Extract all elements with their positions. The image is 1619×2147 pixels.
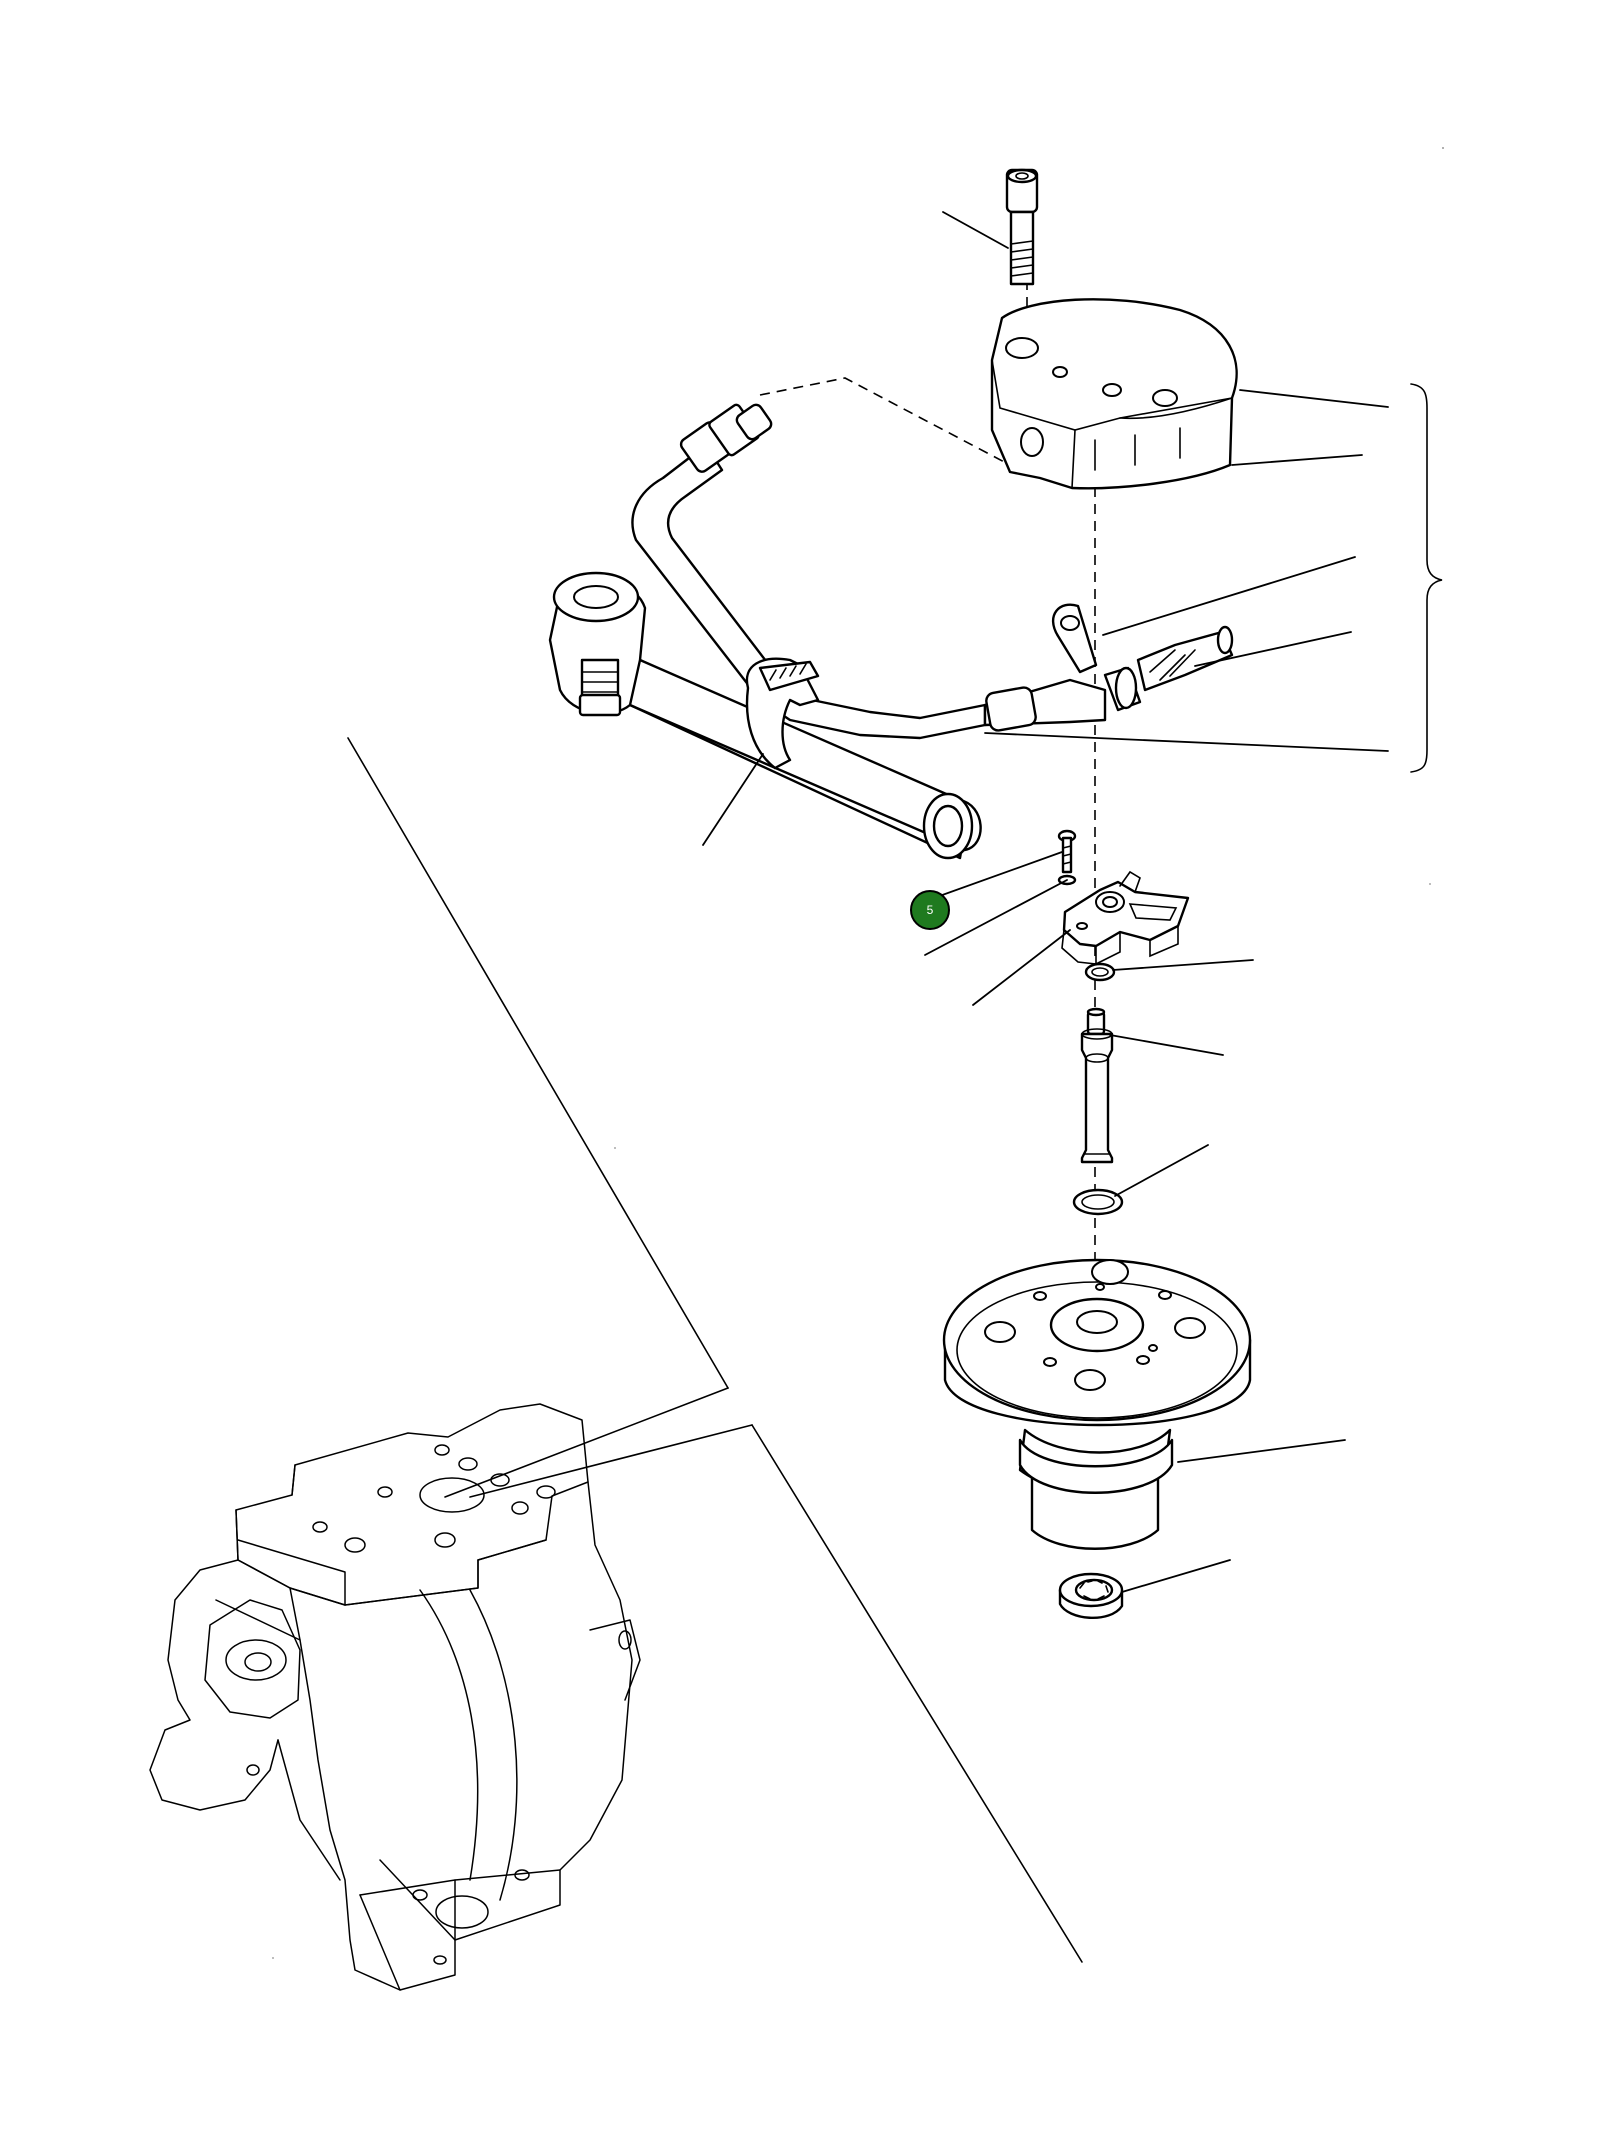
upper-o-ring	[1084, 962, 1116, 982]
flange-hub	[942, 1258, 1252, 1550]
sensor-cover	[990, 298, 1238, 490]
sensor-wire-harness	[631, 403, 1234, 740]
sensor-shaft	[1080, 1007, 1114, 1164]
position-sensor-bracket	[1061, 870, 1190, 965]
hose-clamp	[745, 657, 820, 770]
socket-head-screw	[1005, 168, 1039, 286]
lower-o-ring	[1072, 1188, 1124, 1216]
assembly-bracket-brace	[1410, 383, 1443, 773]
splined-nut	[1058, 1572, 1124, 1619]
callout-circle[interactable]	[910, 890, 950, 930]
steering-knuckle-housing	[149, 1403, 641, 1991]
callout-label: 5	[927, 903, 934, 917]
sensor-mounting-screw	[1057, 829, 1077, 874]
leader-lines	[702, 211, 1389, 1593]
scan-specks	[272, 147, 1444, 1959]
section-boundary-lines	[347, 737, 1083, 1963]
tie-rod-end	[548, 571, 982, 860]
callout-marker-5[interactable]: 5	[910, 890, 950, 930]
